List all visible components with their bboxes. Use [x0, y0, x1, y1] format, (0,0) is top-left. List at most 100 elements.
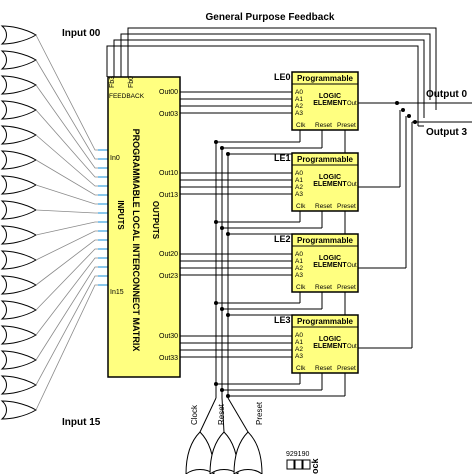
input-wire: [35, 134, 108, 187]
out10-label: Out10: [159, 170, 178, 177]
out00-label: Out00: [159, 89, 178, 96]
le3-pin-a1: A1: [295, 339, 303, 346]
out20-label: Out20: [159, 251, 178, 258]
input-or-gate: [0, 175, 37, 195]
le1-line2: ELEMENT: [313, 181, 347, 188]
input-wire: [35, 266, 108, 361]
input-or-gate: [0, 300, 37, 320]
input-wire: [35, 257, 108, 336]
interconnect-matrix: Fb3 Fb0 FEEDBACK PROGRAMMABLE LOCAL INTE…: [107, 76, 181, 378]
reset-label: Reset: [217, 403, 226, 425]
input-or-gate: [0, 150, 37, 170]
input-or-gate: [0, 225, 37, 245]
input-wire: [35, 184, 108, 205]
le3-pin-a0: A0: [295, 332, 303, 339]
le2-tag: LE2: [274, 234, 291, 244]
le2-pin-preset: Preset: [337, 284, 356, 291]
input-or-gate: [0, 125, 37, 145]
input-00-label: Input 00: [62, 28, 101, 39]
out30-label: Out30: [159, 333, 178, 340]
clock-label: Clock: [190, 404, 199, 425]
matrix-title: PROGRAMMABLE LOCAL INTERCONNECT MATRIX: [131, 129, 141, 352]
control-gates: [185, 431, 263, 474]
feedback-title: General Purpose Feedback: [206, 12, 335, 23]
feedback-label: FEEDBACK: [109, 93, 145, 100]
le2-line2: ELEMENT: [313, 262, 347, 269]
le2-pin-out: Out: [347, 263, 357, 269]
le3-header: Programmable: [297, 317, 354, 326]
le0-pin-a3: A3: [295, 110, 303, 117]
input-or-gate: [0, 375, 37, 395]
le2-line1: LOGIC: [319, 255, 341, 262]
le1-tag: LE1: [274, 153, 291, 163]
input-15-label: Input 15: [62, 417, 101, 428]
fb0-label: Fb0: [128, 76, 135, 88]
input-or-gate: [0, 50, 37, 70]
le2-pin-a1: A1: [295, 258, 303, 265]
input-wire: [35, 221, 108, 236]
logic-element-1: LE1 Programmable A0 A1 A2 A3 LOGIC ELEME…: [274, 152, 359, 212]
input-wire: [35, 239, 108, 286]
le0-header: Programmable: [297, 74, 354, 83]
input-or-gate: [0, 25, 37, 45]
le3-pin-a3: A3: [295, 353, 303, 360]
le1-pin-a3: A3: [295, 191, 303, 198]
input-or-gate: [0, 250, 37, 270]
le3-pin-preset: Preset: [337, 365, 356, 372]
le1-line1: LOGIC: [319, 174, 341, 181]
input-or-gate: [0, 75, 37, 95]
preset-label: Preset: [255, 401, 264, 425]
input-wire: [35, 34, 108, 151]
le2-pin-a0: A0: [295, 251, 303, 258]
input-or-gate: [0, 325, 37, 345]
input-or-gate: [0, 350, 37, 370]
le0-line2: ELEMENT: [313, 100, 347, 107]
le2-pin-reset: Reset: [315, 284, 332, 291]
le0-pin-clk: Clk: [296, 122, 306, 129]
le1-pin-clk: Clk: [296, 203, 306, 210]
le1-pin-preset: Preset: [337, 203, 356, 210]
junction-dots: [214, 101, 417, 398]
le1-pin-a0: A0: [295, 170, 303, 177]
le0-line1: LOGIC: [319, 93, 341, 100]
le1-pin-a2: A2: [295, 184, 303, 191]
le2-pin-a3: A3: [295, 272, 303, 279]
le2-header: Programmable: [297, 236, 354, 245]
output-0-label: Output 0: [426, 89, 468, 100]
logic-element-0: LE0 Programmable A0 A1 A2 A3 LOGIC ELEME…: [274, 71, 359, 131]
le0-pin-preset: Preset: [337, 122, 356, 129]
output-3-label: Output 3: [426, 127, 468, 138]
le1-pin-a1: A1: [295, 177, 303, 184]
out13-label: Out13: [159, 192, 178, 199]
le3-pin-reset: Reset: [315, 365, 332, 372]
le1-pin-reset: Reset: [315, 203, 332, 210]
le3-tag: LE3: [274, 315, 291, 325]
le3-pin-a2: A2: [295, 346, 303, 353]
le2-pin-a2: A2: [295, 265, 303, 272]
input-wire: [35, 84, 108, 169]
le0-pin-a2: A2: [295, 103, 303, 110]
le1-header: Programmable: [297, 155, 354, 164]
fb3-label: Fb3: [109, 76, 116, 88]
le3-pin-clk: Clk: [296, 365, 306, 372]
le0-pin-a1: A1: [295, 96, 303, 103]
out23-label: Out23: [159, 273, 178, 280]
le0-tag: LE0: [274, 72, 291, 82]
out33-label: Out33: [159, 355, 178, 362]
input-or-gate: [0, 400, 37, 420]
out03-label: Out03: [159, 111, 178, 118]
matrix-inputs-label: INPUTS: [116, 200, 125, 230]
input-wire: [35, 159, 108, 196]
le0-pin-a0: A0: [295, 89, 303, 96]
footer-boxes: [286, 459, 311, 470]
le2-pin-clk: Clk: [296, 284, 306, 291]
footer-code: 929190: [286, 451, 309, 458]
input-gate-array: [0, 25, 108, 420]
le3-pin-out: Out: [347, 344, 357, 350]
in15-label: In15: [110, 289, 124, 296]
input-or-gate: [0, 100, 37, 120]
input-wire: [35, 275, 108, 386]
in0-label: In0: [110, 155, 120, 162]
footer-fragment: ock: [310, 457, 320, 474]
